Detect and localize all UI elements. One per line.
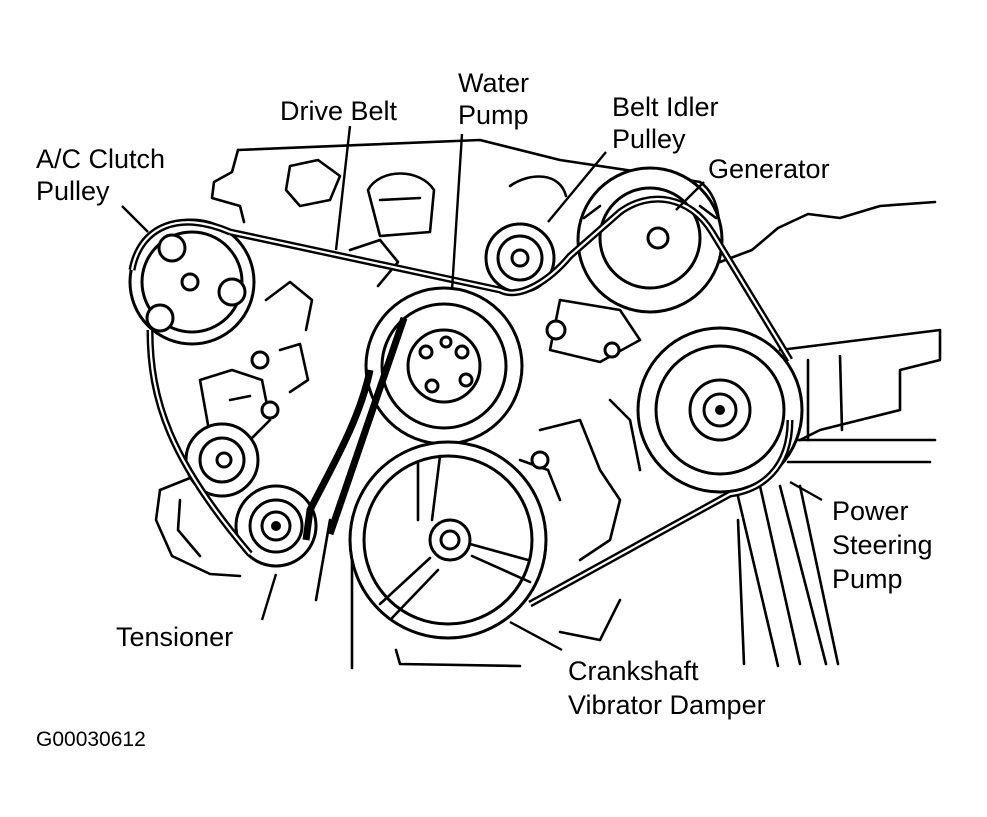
- label-tensioner: Tensioner: [116, 622, 233, 652]
- ac-clutch-pulley: [128, 218, 256, 346]
- label-tensioner-line1: Tensioner: [116, 622, 233, 652]
- label-crankshaft-vibrator-damper: Crankshaft Vibrator Damper: [568, 656, 766, 720]
- figure-code: G00030612: [36, 728, 146, 751]
- label-ac-clutch-pulley-line1: A/C Clutch: [36, 144, 165, 174]
- label-drive-belt: Drive Belt: [280, 96, 398, 126]
- label-belt-idler-pulley-line2: Pulley: [612, 124, 686, 154]
- label-crankshaft-vibrator-damper-line2: Vibrator Damper: [568, 690, 766, 720]
- label-generator-line1: Generator: [708, 154, 830, 184]
- crankshaft-vibrator-damper-pulley: [348, 440, 548, 640]
- label-power-steering-pump-line1: Power: [832, 496, 909, 526]
- water-pump-pulley: [364, 286, 524, 446]
- generator-pulley: [576, 166, 724, 314]
- tensioner-pulley: [234, 484, 318, 568]
- leader-lines: [121, 125, 823, 652]
- label-power-steering-pump-line3: Pump: [832, 564, 903, 594]
- label-belt-idler-pulley: Belt Idler Pulley: [612, 92, 726, 154]
- engine-outline: [154, 138, 942, 670]
- label-ac-clutch-pulley-line2: Pulley: [36, 176, 110, 206]
- label-water-pump: Water Pump: [458, 68, 537, 130]
- label-water-pump-line1: Water: [458, 68, 529, 98]
- label-power-steering-pump: Power Steering Pump: [832, 496, 940, 594]
- label-ac-clutch-pulley: A/C Clutch Pulley: [36, 144, 173, 206]
- label-generator: Generator: [708, 154, 830, 184]
- label-belt-idler-pulley-line1: Belt Idler: [612, 92, 719, 122]
- label-crankshaft-vibrator-damper-line1: Crankshaft: [568, 656, 699, 686]
- drive-belt: [128, 195, 794, 608]
- power-steering-pump-pulley: [636, 326, 804, 494]
- label-power-steering-pump-line2: Steering: [832, 530, 933, 560]
- label-drive-belt-line1: Drive Belt: [280, 96, 398, 126]
- label-water-pump-line2: Pump: [458, 100, 529, 130]
